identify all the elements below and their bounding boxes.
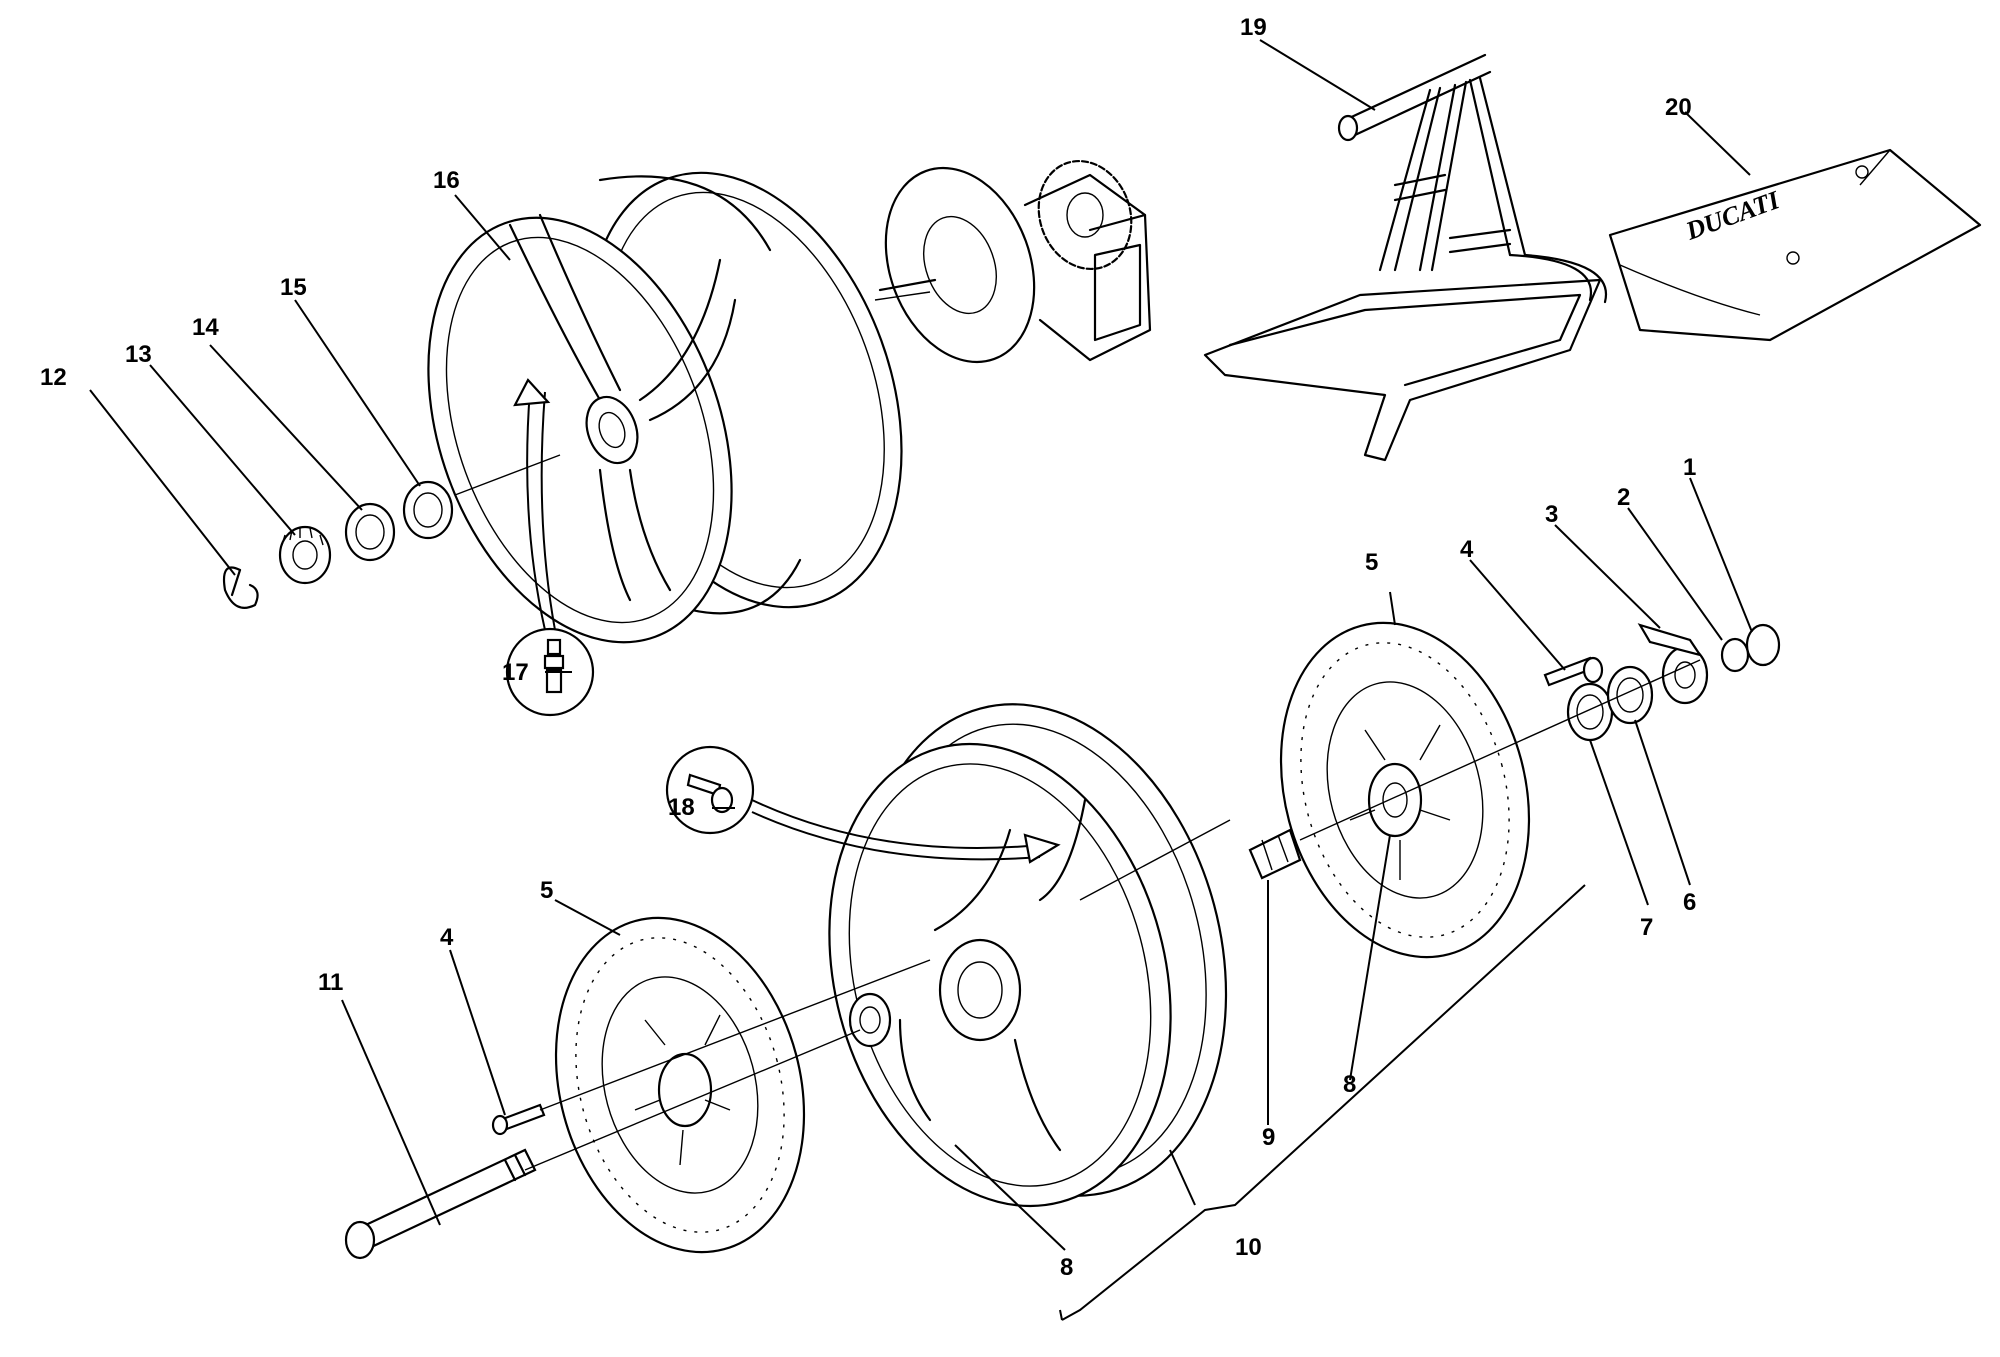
front-brake-disc-right xyxy=(1279,621,1531,959)
label-19: 19 xyxy=(1240,14,1267,41)
rear-hub-assembly xyxy=(874,159,1152,364)
rear-wheel xyxy=(427,171,903,644)
front-axle-parts xyxy=(344,623,1781,1260)
stand-cover: DUCATI xyxy=(1608,148,1982,342)
cover-brand-text: DUCATI xyxy=(1681,185,1784,246)
label-1: 1 xyxy=(1683,454,1696,481)
label-17: 17 xyxy=(502,659,529,686)
label-18: 18 xyxy=(668,794,695,821)
paddock-stand xyxy=(1203,53,1608,462)
label-10: 10 xyxy=(1235,1234,1262,1261)
label-7: 7 xyxy=(1640,914,1653,941)
label-3: 3 xyxy=(1545,501,1558,528)
label-4-right: 4 xyxy=(1460,536,1474,563)
label-8-left: 8 xyxy=(1060,1254,1073,1281)
label-6: 6 xyxy=(1683,889,1696,916)
assembly-bracket xyxy=(1059,884,1586,1321)
label-15: 15 xyxy=(280,274,307,301)
label-4-left: 4 xyxy=(440,924,454,951)
label-5-left: 5 xyxy=(540,877,553,904)
label-14: 14 xyxy=(192,314,219,341)
label-16: 16 xyxy=(433,167,460,194)
label-9: 9 xyxy=(1262,1124,1275,1151)
rear-axle-parts xyxy=(222,454,561,609)
front-wheel xyxy=(828,703,1231,1208)
front-brake-disc-left xyxy=(554,916,806,1254)
label-11: 11 xyxy=(318,969,343,996)
label-8-right: 8 xyxy=(1343,1071,1356,1098)
valve-callout-front xyxy=(665,745,1061,864)
label-2: 2 xyxy=(1617,484,1630,511)
label-12: 12 xyxy=(40,364,67,391)
label-13: 13 xyxy=(125,341,152,368)
leader-lines xyxy=(89,39,1753,1251)
label-5-right: 5 xyxy=(1365,549,1378,576)
part-labels: 1 2 3 4 5 6 7 8 9 10 8 11 4 5 12 13 14 1… xyxy=(40,14,1696,1281)
label-20: 20 xyxy=(1665,94,1692,121)
